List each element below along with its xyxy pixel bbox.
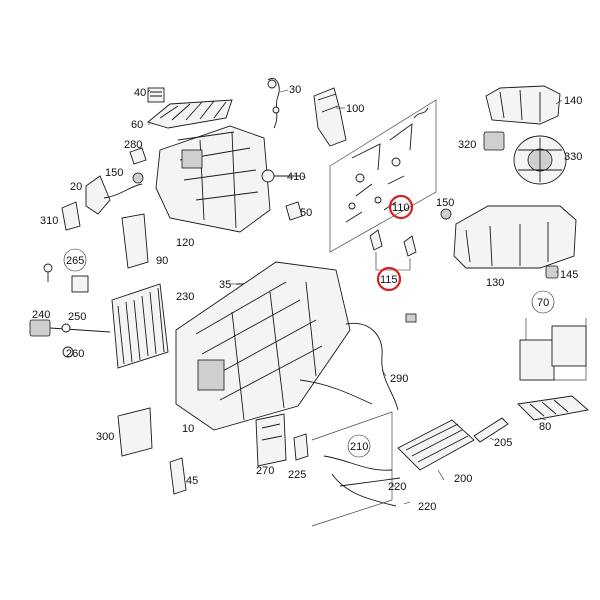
part-70-filter-kit (519, 318, 587, 381)
part-80-filter (517, 395, 589, 421)
callout-30: 30 (289, 84, 301, 96)
callout-320: 320 (458, 139, 476, 151)
callout-260: 260 (66, 348, 84, 360)
part-50-clip (285, 201, 303, 221)
callout-210: 210 (350, 441, 368, 453)
callout-100: 100 (346, 103, 364, 115)
callout-90: 90 (156, 255, 168, 267)
callout-120: 120 (176, 237, 194, 249)
part-40-element (147, 87, 165, 103)
callout-270: 270 (256, 465, 274, 477)
part-320-resistor (483, 131, 505, 151)
part-60-filter-tray (147, 99, 233, 129)
callout-200: 200 (454, 473, 472, 485)
part-270-cover (255, 413, 287, 467)
part-140-blower-housing (485, 85, 561, 125)
highlight-ring-115 (376, 266, 402, 292)
callout-140: 140 (564, 95, 582, 107)
callout-10: 10 (182, 423, 194, 435)
callout-250: 250 (68, 311, 86, 323)
part-120-upper-housing (155, 125, 271, 233)
callout-145: 145 (560, 269, 578, 281)
part-240-valve (29, 319, 111, 337)
part-230-evaporator (111, 283, 169, 369)
callout-330: 330 (564, 151, 582, 163)
callout-300: 300 (96, 431, 114, 443)
callout-150-left: 150 (105, 167, 123, 179)
callout-20: 20 (70, 181, 82, 193)
callout-labels: 40 30 100 140 60 280 320 330 150 410 20 … (32, 84, 582, 513)
highlight-rings (376, 194, 414, 292)
part-20-actuator (85, 175, 143, 215)
part-310-sensor (61, 201, 81, 231)
callout-230: 230 (176, 291, 194, 303)
callout-110: 110 (392, 202, 410, 214)
part-30-linkage (267, 78, 280, 129)
callout-280: 280 (124, 139, 142, 151)
part-150-grommet-left (132, 172, 144, 184)
callout-225: 225 (288, 469, 306, 481)
callout-60: 60 (131, 119, 143, 131)
part-200-heater-core (397, 419, 475, 471)
callout-310: 310 (40, 215, 58, 227)
callout-50: 50 (300, 207, 312, 219)
part-290-harness (299, 313, 417, 411)
callout-70: 70 (537, 297, 549, 309)
part-260-seal (62, 346, 74, 358)
part-330-blower-motor (513, 135, 567, 185)
part-90-duct (121, 213, 149, 269)
part-205-sensor (473, 417, 509, 443)
callout-410: 410 (287, 171, 305, 183)
part-265-fasteners (43, 263, 89, 293)
callout-45: 45 (186, 475, 198, 487)
part-300-bracket (117, 407, 153, 457)
part-kit-frame (329, 99, 437, 253)
callout-265: 265 (66, 255, 84, 267)
part-210-pipe-kit (311, 411, 401, 527)
part-115-levers (369, 229, 417, 271)
part-410-connector (261, 169, 300, 183)
group-circles (63, 248, 555, 458)
callout-220-lower: 220 (418, 501, 436, 513)
callout-130: 130 (486, 277, 504, 289)
callout-220-upper: 220 (388, 481, 406, 493)
callout-80: 80 (539, 421, 551, 433)
callout-115: 115 (380, 274, 398, 286)
part-225-clip (293, 433, 309, 461)
part-130-lower-housing (453, 205, 577, 269)
part-250-washer (61, 323, 71, 333)
callout-205: 205 (494, 437, 512, 449)
part-100-duct (313, 87, 347, 147)
part-280-clip (129, 147, 147, 165)
leader-lines (147, 89, 563, 505)
part-45-seal (169, 457, 187, 495)
callout-150-right: 150 (436, 197, 454, 209)
highlight-ring-110 (388, 194, 414, 220)
callout-40: 40 (134, 87, 146, 99)
callout-240: 240 (32, 309, 50, 321)
callout-35: 35 (219, 279, 231, 291)
part-10-main-housing (175, 261, 351, 431)
callout-290: 290 (390, 373, 408, 385)
part-150-grommet-right (440, 208, 452, 220)
